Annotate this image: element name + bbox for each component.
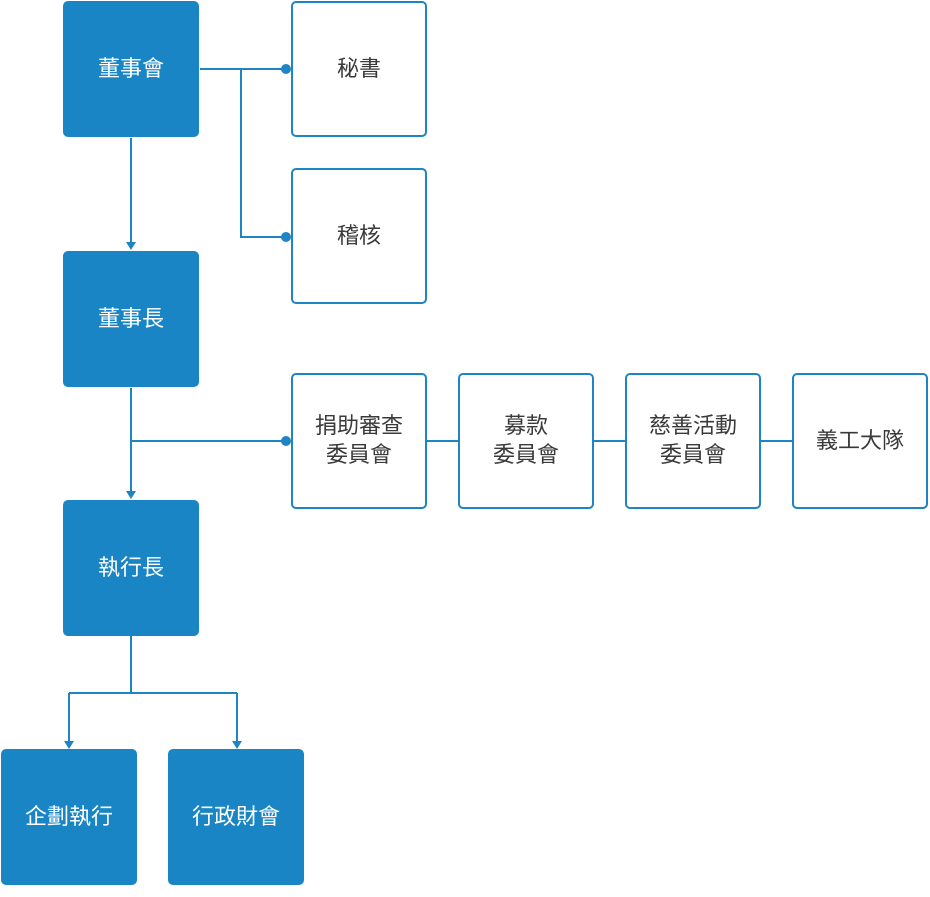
arrowhead-to-chairman — [126, 242, 136, 250]
dot-committees — [281, 436, 291, 446]
node-chairman: 董事長 — [63, 251, 199, 387]
node-ceo: 執行長 — [63, 500, 199, 636]
node-charity-events-committee: 慈善活動 委員會 — [625, 373, 761, 509]
node-admin-finance: 行政財會 — [168, 749, 304, 885]
node-planning: 企劃執行 — [1, 749, 137, 885]
arrowhead-to-planning — [64, 741, 74, 749]
node-secretary: 秘書 — [291, 1, 427, 137]
dot-secretary — [281, 64, 291, 74]
connector-board-audit — [240, 69, 286, 238]
dot-audit — [281, 232, 291, 242]
arrowhead-to-ceo — [126, 491, 136, 499]
node-volunteer-team: 義工大隊 — [792, 373, 928, 509]
node-fundraising-committee: 募款 委員會 — [458, 373, 594, 509]
arrowhead-to-admin — [232, 741, 242, 749]
node-audit: 稽核 — [291, 168, 427, 304]
node-board: 董事會 — [63, 1, 199, 137]
node-donation-review-committee: 捐助審查 委員會 — [291, 373, 427, 509]
